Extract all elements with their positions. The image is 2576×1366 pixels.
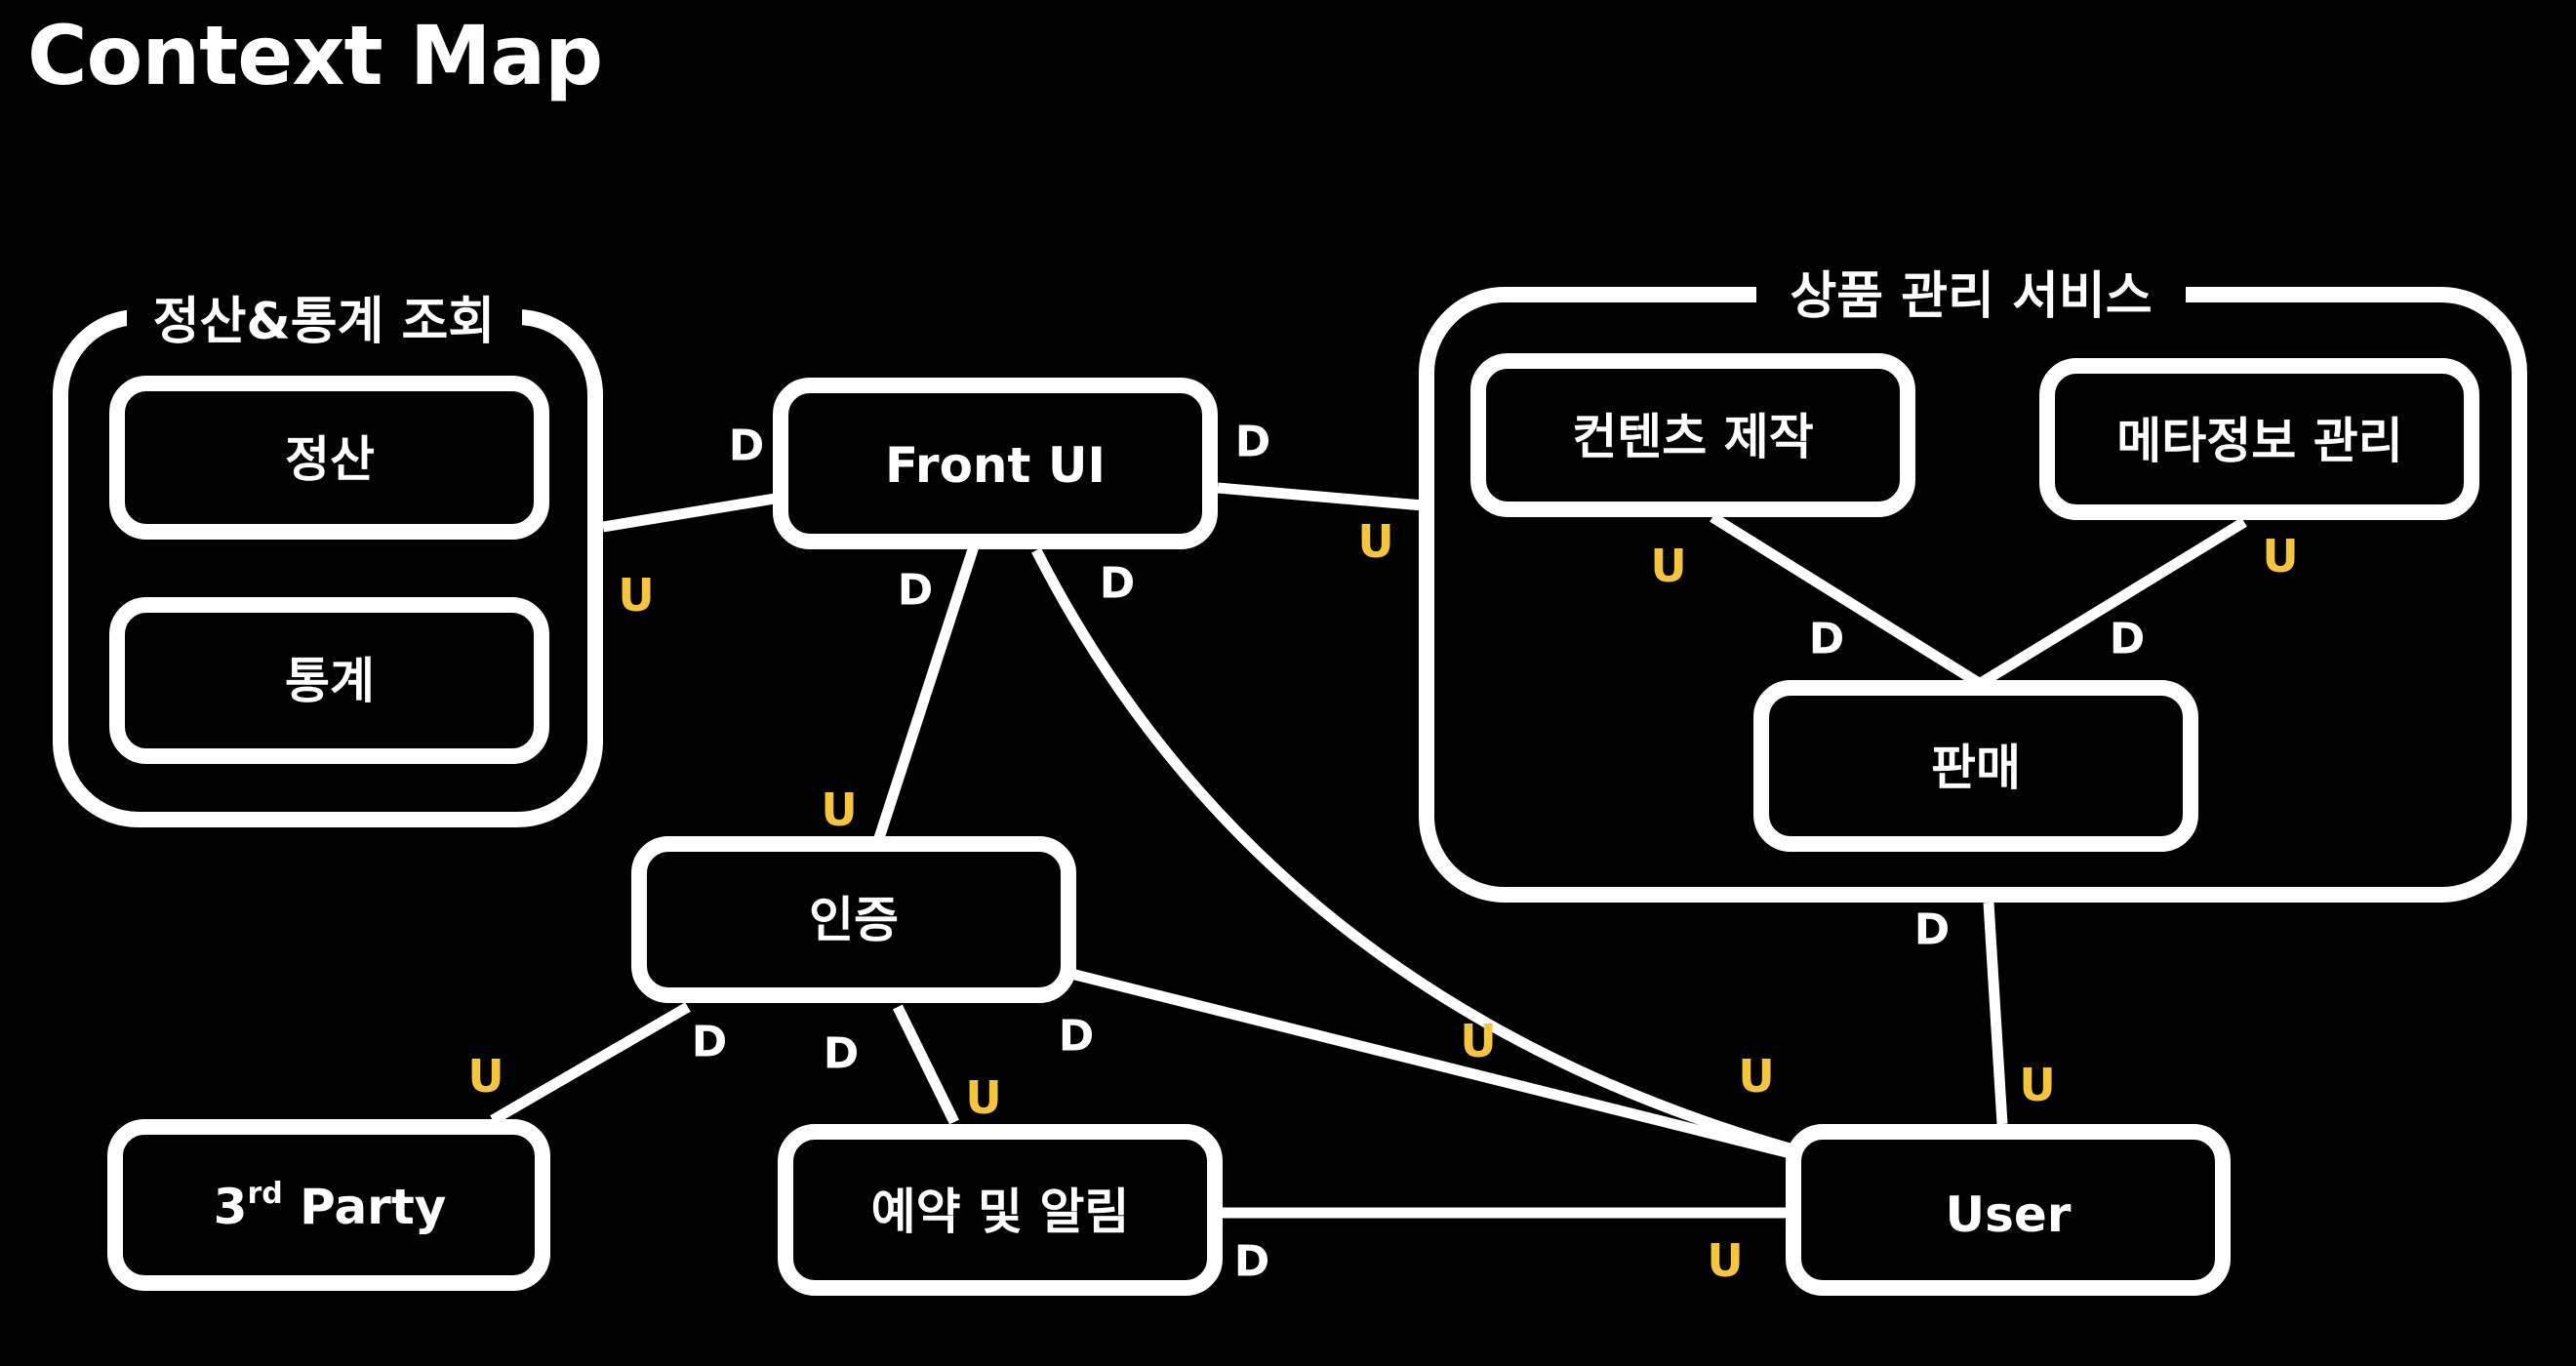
mark-u-settlement: U xyxy=(618,569,654,622)
mark-u-user-product: U xyxy=(2019,1059,2055,1111)
node-front-box xyxy=(773,378,1218,549)
node-meta: 메타정보 관리 xyxy=(2039,358,2479,520)
node-reserve-box xyxy=(778,1124,1223,1296)
group-settlement-label: 정산&통계 조회 xyxy=(153,293,496,351)
node-thirdparty-label-sup: rd xyxy=(247,1177,282,1211)
mark-d-front-user: D xyxy=(1100,559,1136,609)
group-product-label: 상품 관리 서비스 xyxy=(1790,267,2152,326)
node-settle: 정산 xyxy=(109,376,549,540)
mark-d-front-right: D xyxy=(1235,418,1271,467)
node-sales-label: 판매 xyxy=(1931,740,2021,796)
node-meta-label: 메타정보 관리 xyxy=(2116,413,2402,469)
node-auth: 인증 xyxy=(631,836,1076,1003)
mark-d-product-user: D xyxy=(1914,905,1951,955)
mark-d-auth-reserve: D xyxy=(824,1029,860,1079)
node-front: Front UI xyxy=(773,378,1218,549)
node-thirdparty: 3rd Party xyxy=(107,1119,550,1291)
page-title: Context Map xyxy=(27,8,603,103)
node-content-label: 컨텐츠 제작 xyxy=(1572,409,1813,465)
edges xyxy=(490,482,2247,1219)
edge-auth-reserve xyxy=(893,1004,959,1125)
node-user-box xyxy=(1786,1124,2231,1296)
node-stats-label: 통계 xyxy=(285,653,375,709)
mark-d-auth-user: D xyxy=(1059,1012,1095,1062)
mark-u-reserve: U xyxy=(965,1071,1001,1124)
edge-front-user xyxy=(1031,547,1809,1159)
node-content: 컨텐츠 제작 xyxy=(1470,353,1915,517)
edge-settlement-front xyxy=(602,492,782,533)
node-user-label: User xyxy=(1946,1186,2072,1243)
node-stats-box xyxy=(109,597,549,764)
mark-u-meta: U xyxy=(2262,530,2298,583)
node-stats: 통계 xyxy=(109,597,549,764)
edge-front-product xyxy=(1217,482,1424,511)
group-settlement-label-bg xyxy=(127,283,522,353)
mark-d-reserve-user: D xyxy=(1234,1237,1270,1287)
edge-auth-thirdparty xyxy=(490,1002,691,1125)
relationship-marks: D U D U D D U U U D D D U D U D U D U U … xyxy=(467,418,2298,1288)
node-auth-box xyxy=(631,836,1076,1003)
node-front-label: Front UI xyxy=(885,437,1106,494)
mark-d-sales-left: D xyxy=(1809,615,1845,664)
mark-u-thirdparty: U xyxy=(467,1050,503,1103)
node-settle-box xyxy=(109,376,549,540)
edge-content-sales xyxy=(1710,512,1982,688)
mark-u-product: U xyxy=(1357,515,1393,568)
mark-u-content: U xyxy=(1650,540,1686,592)
node-reserve: 예약 및 알림 xyxy=(778,1124,1223,1296)
mark-d-front-auth: D xyxy=(898,566,934,616)
mark-u-user-front: U xyxy=(1460,1015,1496,1067)
edge-meta-sales xyxy=(1978,517,2247,688)
node-thirdparty-label-rest: Party xyxy=(283,1179,447,1235)
node-thirdparty-box xyxy=(107,1119,550,1291)
node-user: User xyxy=(1786,1124,2231,1296)
node-content-box xyxy=(1470,353,1915,517)
node-settle-label: 정산 xyxy=(285,431,375,488)
node-thirdparty-label: 3rd Party xyxy=(214,1177,447,1236)
mark-u-auth-top: U xyxy=(821,783,857,836)
edge-product-user xyxy=(1983,902,2008,1125)
node-sales-box xyxy=(1753,680,2198,852)
group-settlement: 정산&통계 조회 xyxy=(53,283,603,827)
mark-u-user-reserve: U xyxy=(1707,1234,1743,1287)
node-meta-box xyxy=(2039,358,2479,520)
mark-d-front-left: D xyxy=(729,422,765,471)
mark-d-auth-thirdparty: D xyxy=(692,1018,728,1067)
node-thirdparty-label-num: 3 xyxy=(214,1179,248,1235)
edge-front-auth xyxy=(872,544,980,843)
mark-d-sales-right: D xyxy=(2110,615,2146,664)
node-reserve-label: 예약 및 알림 xyxy=(871,1184,1130,1240)
mark-u-user-auth: U xyxy=(1738,1050,1774,1103)
group-product: 상품 관리 서비스 xyxy=(1419,261,2527,903)
node-sales: 판매 xyxy=(1753,680,2198,852)
node-auth-label: 인증 xyxy=(809,892,899,948)
edge-auth-user xyxy=(1069,968,1792,1159)
group-product-label-bg xyxy=(1756,261,2186,332)
